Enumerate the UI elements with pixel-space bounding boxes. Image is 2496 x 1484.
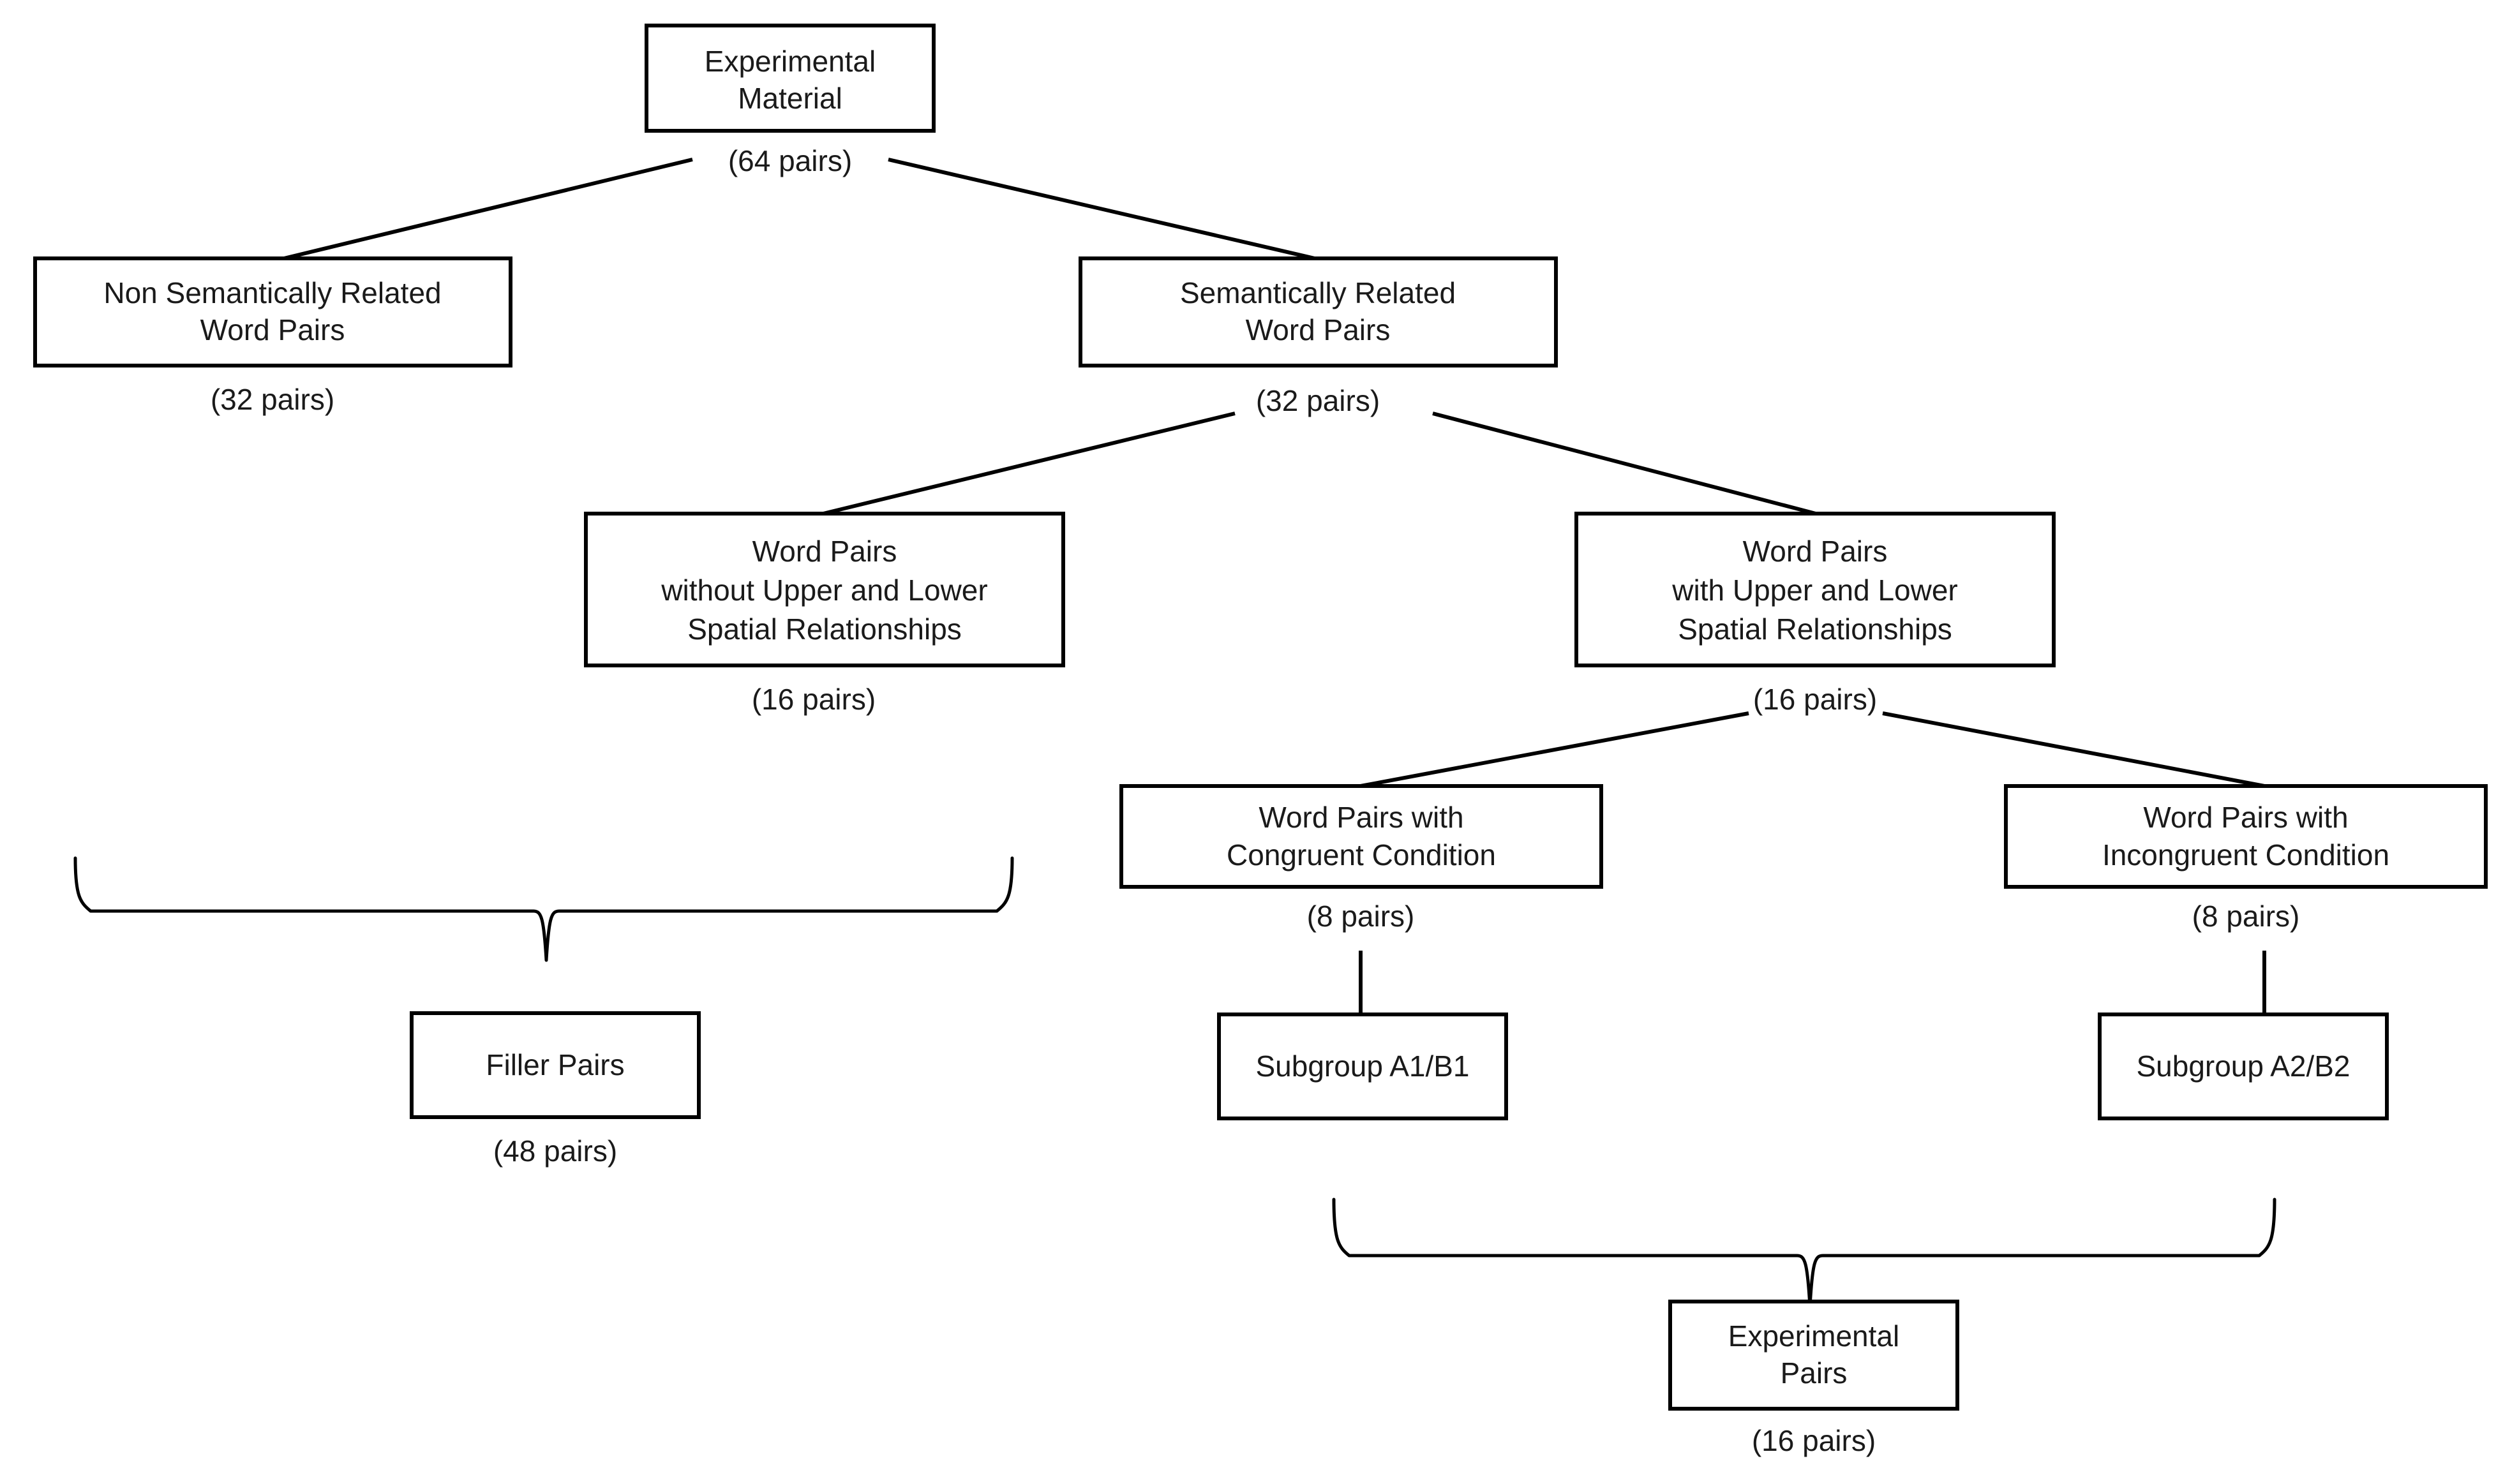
node-without-spatial-box[interactable] (584, 512, 1065, 667)
node-congruent-line1: Word Pairs with (1259, 801, 1463, 834)
count-congruent: (8 pairs) (1307, 900, 1415, 933)
node-subgroup-a1-b1-label: Subgroup A1/B1 (1255, 1050, 1469, 1083)
node-word-pairs-with-spatial-relationships[interactable]: Word Pairs with Upper and Lower Spatial … (1574, 512, 2056, 667)
node-subgroup-a1-b1[interactable]: Subgroup A1/B1 (1217, 1013, 1508, 1120)
node-semantically-related-box[interactable] (1079, 256, 1558, 367)
node-filler-pairs[interactable]: Filler Pairs (410, 1011, 701, 1119)
node-experimental-material[interactable]: Experimental Material (645, 24, 936, 133)
node-non-semantically-related-word-pairs[interactable]: Non Semantically Related Word Pairs (33, 256, 512, 367)
node-experimental-pairs-line1: Experimental (1728, 1319, 1899, 1353)
node-semantically-related-word-pairs[interactable]: Semantically Related Word Pairs (1079, 256, 1558, 367)
node-congruent-box[interactable] (1119, 784, 1603, 889)
brace-experimental-pairs (1332, 1198, 2276, 1309)
node-incongruent-line1: Word Pairs with (2143, 801, 2348, 834)
connector-root-to-non-semantic (283, 158, 693, 260)
node-congruent-line2: Congruent Condition (1227, 838, 1496, 872)
connector-semantic-to-with-spatial (1432, 412, 1816, 516)
node-subgroup-a2-b2[interactable]: Subgroup A2/B2 (2098, 1013, 2389, 1120)
node-semantically-related-line1: Semantically Related (1180, 276, 1456, 309)
connector-with-spatial-to-incongruent (1882, 711, 2265, 788)
node-incongruent-line2: Incongruent Condition (2102, 838, 2389, 872)
node-filler-pairs-label: Filler Pairs (486, 1048, 624, 1081)
node-without-spatial-line3: Spatial Relationships (687, 612, 962, 646)
node-with-spatial-line2: with Upper and Lower (1671, 574, 1957, 607)
node-experimental-pairs[interactable]: Experimental Pairs (1668, 1300, 1959, 1411)
node-filler-pairs-box[interactable] (410, 1011, 701, 1119)
node-subgroup-a2-b2-label: Subgroup A2/B2 (2136, 1050, 2350, 1083)
node-non-semantically-related-box[interactable] (33, 256, 512, 367)
node-experimental-material-box[interactable] (645, 24, 936, 133)
count-experimental-pairs: (16 pairs) (1752, 1424, 1876, 1457)
node-semantically-related-line2: Word Pairs (1246, 313, 1391, 346)
count-filler-pairs: (48 pairs) (493, 1134, 617, 1168)
node-word-pairs-congruent-condition[interactable]: Word Pairs with Congruent Condition (1119, 784, 1603, 889)
node-subgroup-a2-b2-box[interactable] (2098, 1013, 2389, 1120)
node-experimental-pairs-line2: Pairs (1781, 1356, 1848, 1390)
node-without-spatial-line2: without Upper and Lower (661, 574, 987, 607)
connector-with-spatial-to-congruent (1360, 711, 1749, 788)
node-subgroup-a1-b1-box[interactable] (1217, 1013, 1508, 1120)
count-experimental-material: (64 pairs) (728, 144, 852, 177)
node-experimental-pairs-box[interactable] (1668, 1300, 1959, 1411)
node-with-spatial-box[interactable] (1574, 512, 2056, 667)
node-word-pairs-without-spatial-relationships[interactable]: Word Pairs without Upper and Lower Spati… (584, 512, 1065, 667)
count-incongruent: (8 pairs) (2192, 900, 2300, 933)
node-non-semantically-related-line2: Word Pairs (200, 313, 345, 346)
node-non-semantically-related-line1: Non Semantically Related (103, 276, 441, 309)
count-with-spatial: (16 pairs) (1753, 683, 1877, 716)
node-experimental-material-line2: Material (738, 82, 842, 115)
count-semantically-related: (32 pairs) (1256, 384, 1380, 417)
node-incongruent-box[interactable] (2004, 784, 2488, 889)
node-with-spatial-line3: Spatial Relationships (1678, 612, 1952, 646)
node-experimental-material-line1: Experimental (705, 45, 876, 78)
brace-filler-pairs (73, 856, 1014, 962)
count-non-semantically-related: (32 pairs) (211, 383, 334, 416)
node-without-spatial-line1: Word Pairs (752, 535, 897, 568)
count-without-spatial: (16 pairs) (752, 683, 876, 716)
connector-root-to-semantic (888, 158, 1315, 260)
connector-semantic-to-without-spatial (823, 412, 1236, 516)
node-with-spatial-line1: Word Pairs (1743, 535, 1888, 568)
node-word-pairs-incongruent-condition[interactable]: Word Pairs with Incongruent Condition (2004, 784, 2488, 889)
